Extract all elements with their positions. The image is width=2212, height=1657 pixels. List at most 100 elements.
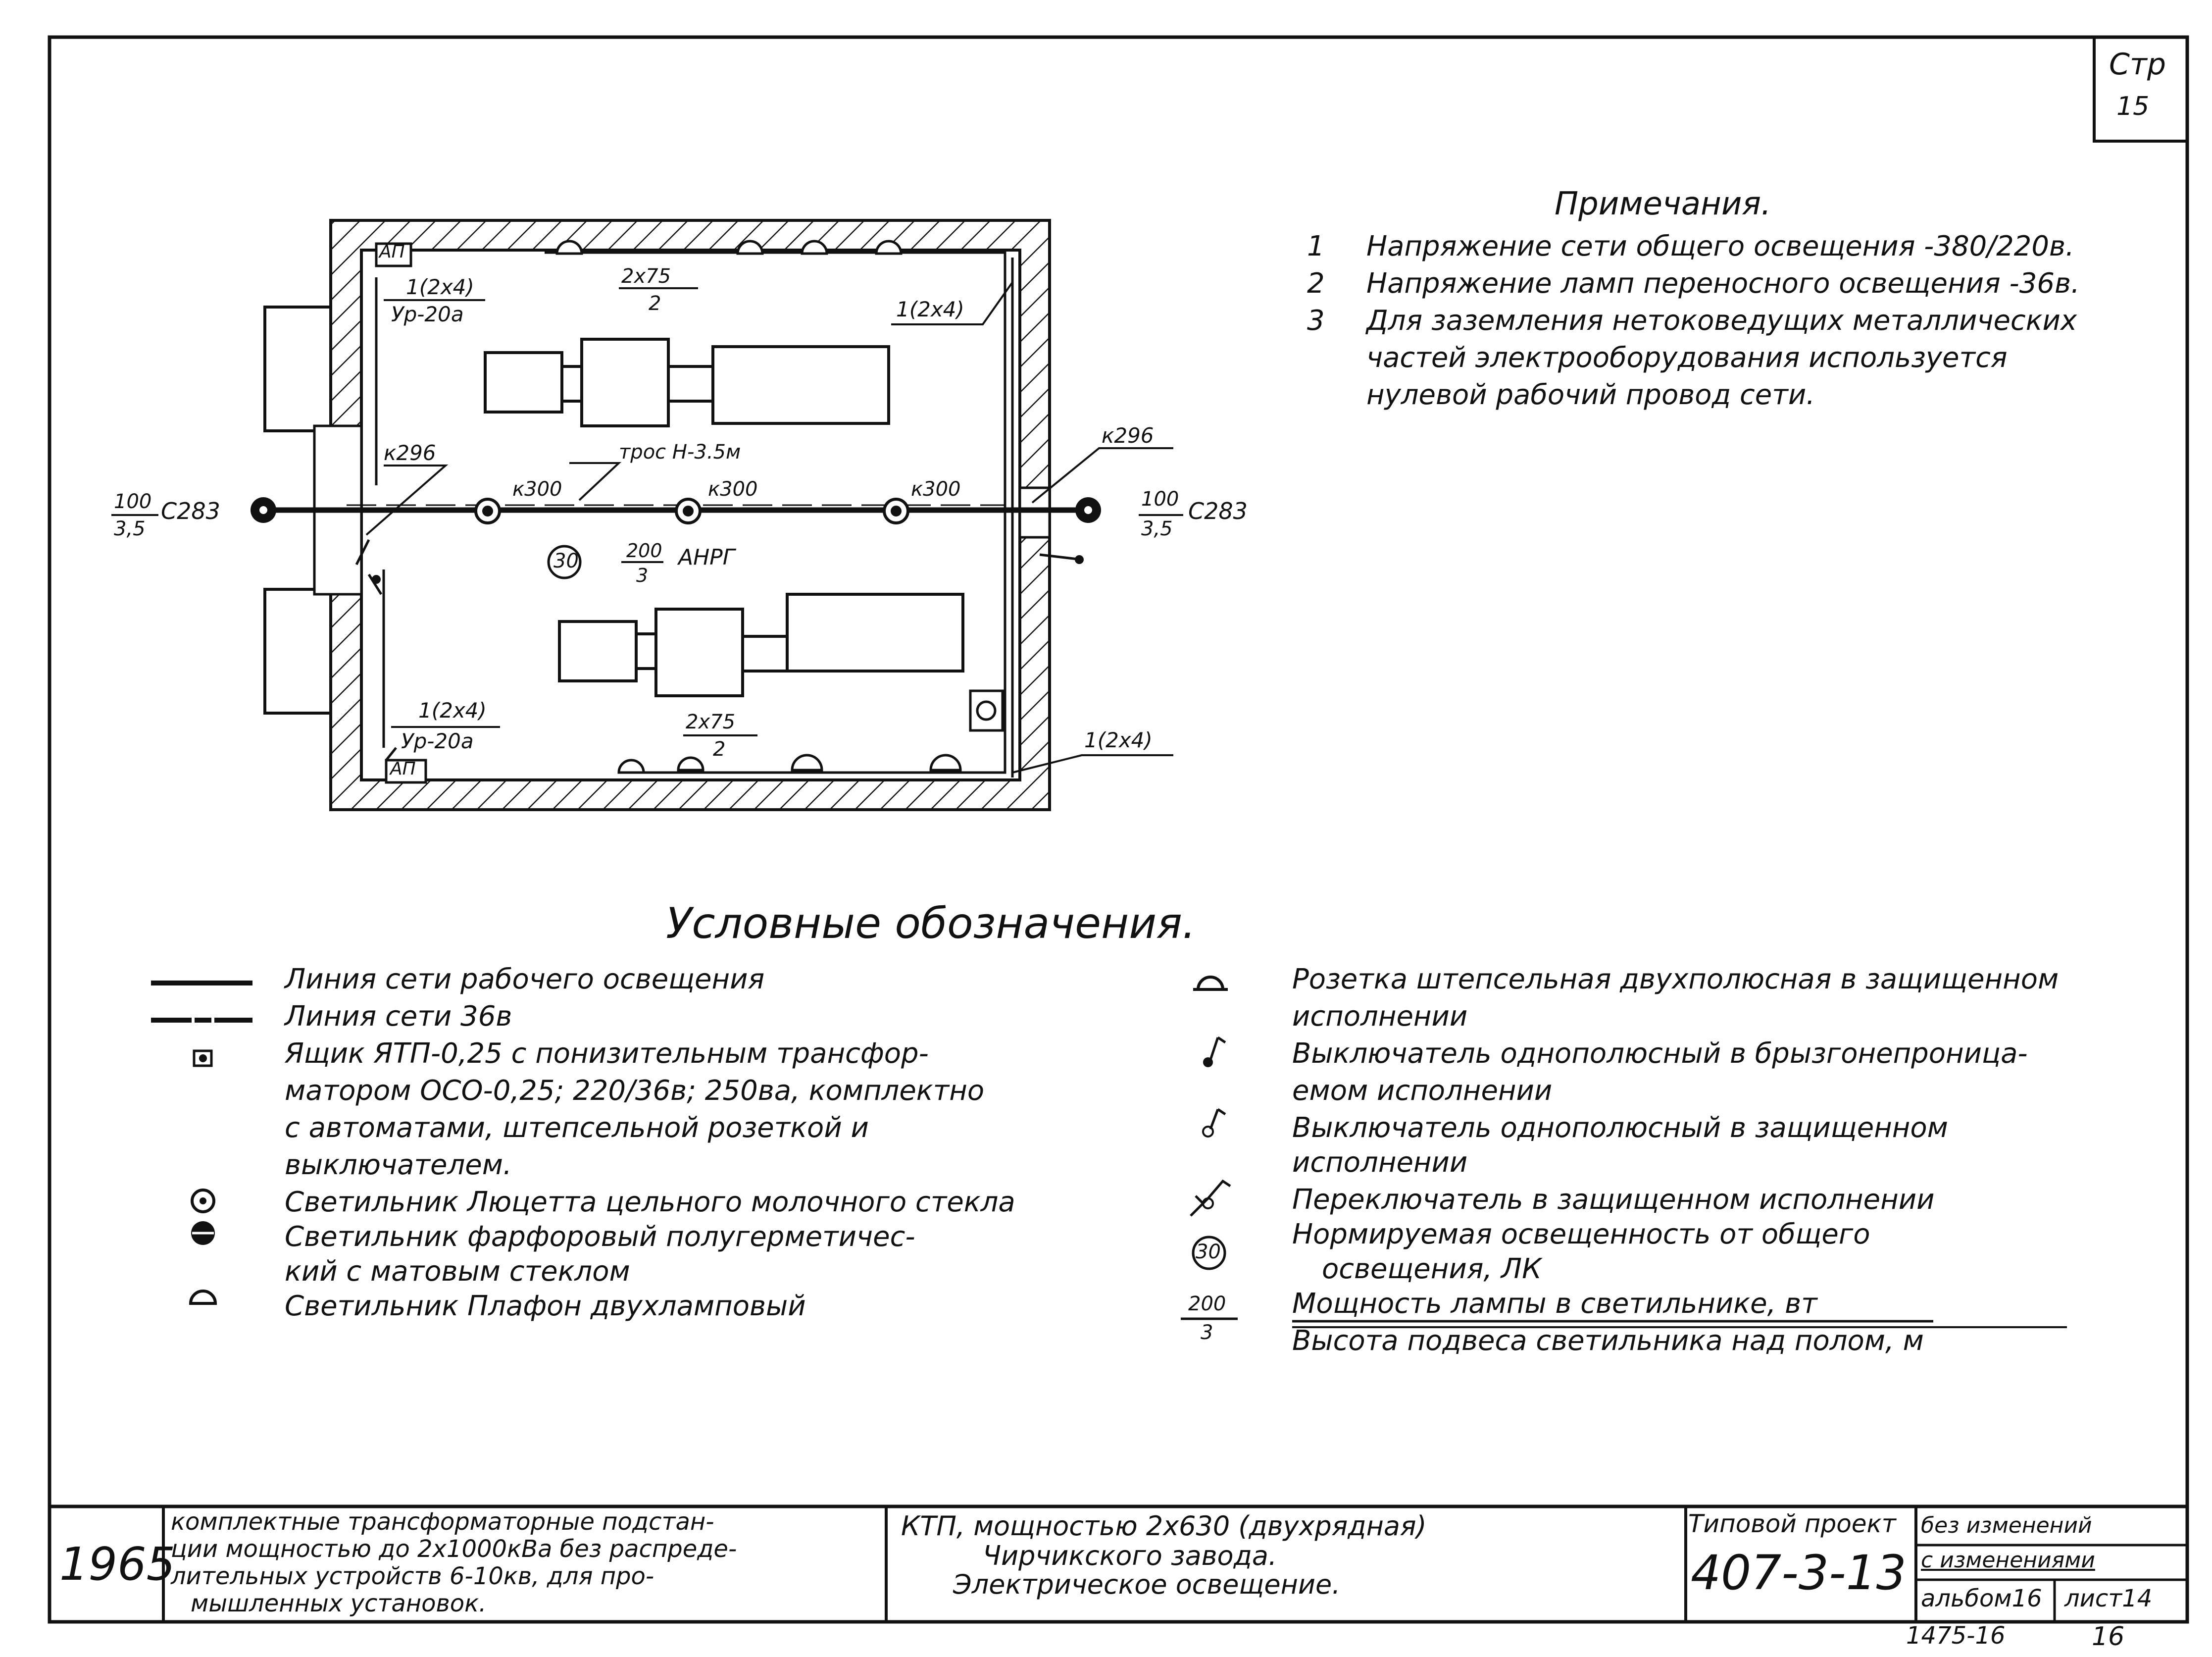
note-num: 1 xyxy=(1307,230,1325,262)
legend-item: Высота подвеса светильника над полом, м xyxy=(1292,1325,1924,1357)
note-text-cont: нулевой рабочий провод сети. xyxy=(1366,379,1815,411)
legend-socket-symbol xyxy=(1193,976,1228,991)
feed-top-num: 1(2х4) xyxy=(406,275,474,299)
tb-bottom-page: 16 xyxy=(2092,1622,2125,1652)
tb-desc-line: лительных устройств 6-10кв, для про- xyxy=(171,1562,654,1590)
legend-item: освещения, ЛК xyxy=(1322,1253,1542,1285)
lamp-main-num: 200 xyxy=(626,540,662,562)
sheet-border xyxy=(48,35,2189,1624)
switch-left xyxy=(355,539,383,595)
tb-desc-line: комплектные трансформаторные подстан- xyxy=(171,1508,714,1536)
legend-changeover-symbol xyxy=(1190,1179,1231,1217)
legend-item: с автоматами, штепсельной розеткой и xyxy=(285,1112,869,1144)
tb-desc-line: ции мощностью до 2х1000кВа без распреде- xyxy=(171,1535,737,1563)
lamps-bottom-num: 2х75 xyxy=(686,711,736,733)
lamps-top-num: 2х75 xyxy=(621,265,671,288)
title-block-lines xyxy=(50,1504,2187,1622)
tb-subject-line: Электрическое освещение. xyxy=(953,1569,1341,1600)
tb-status-1: без изменений xyxy=(1921,1513,2092,1538)
entry-left-num: 100 xyxy=(114,490,152,513)
legend-item: исполнении xyxy=(1292,1000,1468,1033)
feed-bottom-num: 1(2х4) xyxy=(418,698,487,723)
legend-illum-symbol xyxy=(1192,1236,1226,1270)
legend-item: Выключатель однополюсный в брызгонепрони… xyxy=(1292,1037,2028,1070)
legend-frac-den: 3 xyxy=(1201,1321,1213,1344)
feed-top-den: Ур-20а xyxy=(391,302,464,326)
legend-item: Светильник фарфоровый полугерметичес- xyxy=(285,1221,915,1253)
note-text: Для заземления нетоковедущих металлическ… xyxy=(1366,305,2077,337)
wire-top-right: 1(2х4) xyxy=(896,297,964,321)
tb-subject-line: КТП, мощностью 2х630 (двухрядная) xyxy=(901,1510,1427,1542)
entry-right-label: С283 xyxy=(1188,498,1248,524)
tb-sheet: лист14 xyxy=(2064,1585,2153,1612)
feed-bottom-den: Ур-20а xyxy=(401,729,474,753)
entry-left-den: 3,5 xyxy=(114,518,146,540)
legend-item: матором ОСО-0,25; 220/36в; 250ва, компле… xyxy=(285,1075,985,1107)
tb-status-2: с изменениями xyxy=(1921,1548,2095,1573)
lamps-top-den: 2 xyxy=(649,292,661,315)
tb-desc-line: мышленных установок. xyxy=(191,1590,487,1617)
legend-plafond-symbol xyxy=(189,1290,217,1305)
note-text-cont: частей электрооборудования используется xyxy=(1366,342,2008,374)
illuminance-value: 30 xyxy=(553,550,579,572)
k300-label: к300 xyxy=(512,478,562,501)
lamp-main-den: 3 xyxy=(636,565,649,586)
note-num: 3 xyxy=(1307,305,1325,337)
wire-bottom-right: 1(2х4) xyxy=(1084,728,1153,752)
entry-right-num: 100 xyxy=(1141,488,1179,511)
legend-item: Нормируемая освещенность от общего xyxy=(1292,1218,1870,1250)
legend-item: емом исполнении xyxy=(1292,1075,1553,1107)
k296-left: к296 xyxy=(384,441,436,465)
legend-item: Светильник Люцетта цельного молочного ст… xyxy=(285,1186,1015,1218)
lamps-bottom-den: 2 xyxy=(713,738,726,761)
legend-item: Переключатель в защищенном исполнении xyxy=(1292,1184,1935,1216)
tb-subject-line: Чирчикского завода. xyxy=(983,1540,1277,1571)
entry-right-den: 3,5 xyxy=(1141,518,1173,540)
switch-right xyxy=(1039,553,1082,561)
legend-item: Линия сети рабочего освещения xyxy=(285,963,765,995)
corner-page: 15 xyxy=(2116,92,2150,121)
notes-title: Примечания. xyxy=(1555,186,1771,222)
legend-item: Выключатель однополюсный в защищенном xyxy=(1292,1112,1948,1144)
equipment-bottom xyxy=(558,593,964,697)
equipment-top xyxy=(484,338,890,427)
legend-item: Линия сети 36в xyxy=(285,1000,512,1033)
plafond-lamps-top xyxy=(555,240,903,255)
ap-box-bottom xyxy=(385,759,427,784)
legend-item: исполнении xyxy=(1292,1146,1468,1179)
lucetta-lamps xyxy=(474,498,909,524)
corner-box xyxy=(2093,37,2187,143)
tb-project-no: 407-3-13 xyxy=(1691,1545,1907,1601)
legend-item: Мощность лампы в светильнике, вт xyxy=(1292,1288,1817,1320)
legend-switch-protected-symbol xyxy=(1209,1108,1226,1130)
plafond-lamps-bottom xyxy=(617,754,962,774)
k300-label: к300 xyxy=(708,478,758,501)
entry-left-label: С283 xyxy=(161,498,220,524)
legend-frac-num: 200 xyxy=(1188,1293,1226,1315)
tros-label: трос Н-3.5м xyxy=(619,441,741,464)
k296-right: к296 xyxy=(1102,423,1154,448)
tb-year: 1965 xyxy=(59,1538,176,1591)
lamp-main-label: АНРГ xyxy=(678,545,735,570)
legend-item: кий с матовым стеклом xyxy=(285,1255,630,1288)
legend-title: Условные обозначения. xyxy=(666,899,1196,948)
legend-item: Розетка штепсельная двухполюсная в защищ… xyxy=(1292,963,2059,995)
note-text: Напряжение сети общего освещения -380/22… xyxy=(1366,230,2074,262)
transformer-box xyxy=(969,689,1004,732)
note-text: Напряжение ламп переносного освещения -3… xyxy=(1366,267,2080,300)
legend-switch-splash-symbol xyxy=(1209,1036,1226,1060)
ap-label-bottom: АП xyxy=(390,759,416,779)
legend-item: Светильник Плафон двухламповый xyxy=(285,1290,806,1322)
ap-box-top xyxy=(375,242,412,267)
k300-label: к300 xyxy=(911,478,961,501)
tb-bottom-code: 1475-16 xyxy=(1906,1622,2006,1650)
tb-type-label: Типовой проект xyxy=(1688,1509,1896,1538)
legend-item: Ящик ЯТП-0,25 с понизительным трансфор- xyxy=(285,1037,929,1070)
wiring xyxy=(375,250,1014,777)
legend-item: выключателем. xyxy=(285,1149,512,1181)
corner-label: Стр xyxy=(2109,47,2166,82)
legend-illum-value: 30 xyxy=(1196,1241,1221,1263)
ap-label-top: АП xyxy=(379,242,405,262)
